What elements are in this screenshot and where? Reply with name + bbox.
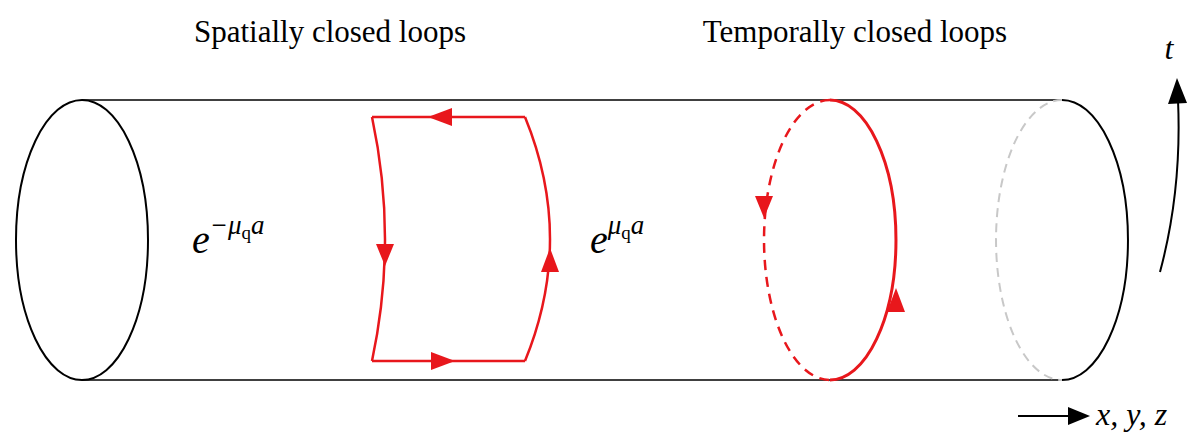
exponent-label: e−μqa <box>192 212 265 260</box>
exponent: μqa <box>608 210 645 240</box>
math-subscript: q <box>242 222 252 243</box>
axis-label: x, y, z <box>1096 396 1167 433</box>
math-base: e <box>192 217 210 262</box>
math-exponent: μ <box>608 210 622 240</box>
title-label: Spatially closed loops <box>194 14 466 50</box>
math-exponent: −μ <box>210 210 242 240</box>
axis-label: t <box>1165 30 1174 67</box>
exponent: −μqa <box>210 210 265 240</box>
math-exponent: a <box>251 210 265 240</box>
math-exponent: a <box>631 210 645 240</box>
title-label: Temporally closed loops <box>703 14 1007 50</box>
math-subscript: q <box>621 222 631 243</box>
math-base: e <box>590 217 608 262</box>
exponent-label: eμqa <box>590 212 644 260</box>
